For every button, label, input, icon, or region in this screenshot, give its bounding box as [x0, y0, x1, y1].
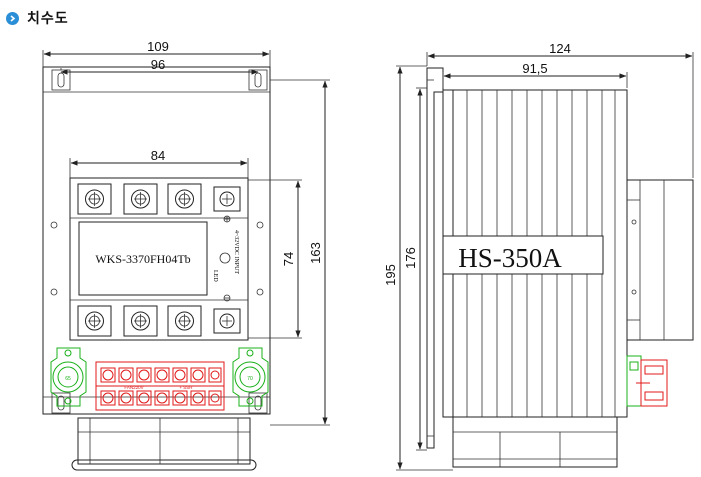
section-header: 치수도	[6, 8, 69, 28]
heatsink-label: HS-350A	[458, 243, 562, 273]
dim-height-body: 176	[403, 247, 418, 269]
mount-slot-bottom-left	[51, 392, 71, 414]
fan-unit	[71, 417, 257, 471]
front-view: WKS-3370FH04Tb LED 4~32VDC INPUT 65 70	[42, 39, 330, 471]
dim-top-inner: 96	[151, 57, 165, 72]
mounting-plate	[42, 66, 271, 415]
section-title: 치수도	[27, 10, 69, 26]
dim-height-inner: 74	[281, 252, 296, 266]
dim-height-outer: 163	[308, 242, 323, 264]
ssr-side-profile	[626, 179, 694, 341]
mounting-rail	[426, 67, 444, 449]
dim-terminal-width: 84	[151, 148, 165, 163]
dim-total-depth: 124	[549, 41, 571, 56]
terminal-right-mark: + SSR	[179, 385, 193, 390]
ssr-label-panel	[78, 221, 208, 296]
mount-slot-bottom-right	[248, 392, 268, 414]
mount-slot-top-right	[248, 69, 268, 91]
dim-height-total: 195	[383, 264, 398, 286]
led-indicator	[219, 252, 231, 264]
side-view: HS-350A 124	[383, 41, 694, 471]
side-terminal-block	[626, 355, 668, 407]
input-label: 4~32VDC INPUT	[233, 230, 239, 274]
red-terminal-block: FAN220V + SSR	[95, 361, 225, 411]
chevron-right-icon	[6, 11, 19, 25]
front-dimensions: 109 96 84 74 163	[42, 39, 330, 426]
knob-left-text: 65	[65, 376, 71, 382]
terminal-left-mark: FAN220V	[124, 385, 143, 390]
mount-slot-top-left	[51, 69, 71, 91]
side-dimensions: 124 91,5 195 176	[383, 41, 694, 471]
dim-body-depth: 91,5	[522, 61, 547, 76]
heatsink-label-box	[442, 235, 604, 275]
dim-top-outer: 109	[147, 39, 169, 54]
screw-terminals-top	[77, 183, 241, 223]
led-label: LED	[212, 270, 218, 282]
model-label: WKS-3370FH04Tb	[95, 252, 190, 266]
knob-right-text: 70	[247, 376, 253, 382]
ssr-body	[69, 177, 249, 341]
screw-terminals-bottom	[77, 305, 241, 337]
fan-side-profile	[452, 416, 618, 468]
fan-thermostat-left: 65	[50, 347, 87, 407]
fan-thermostat-right: 70	[232, 347, 269, 407]
